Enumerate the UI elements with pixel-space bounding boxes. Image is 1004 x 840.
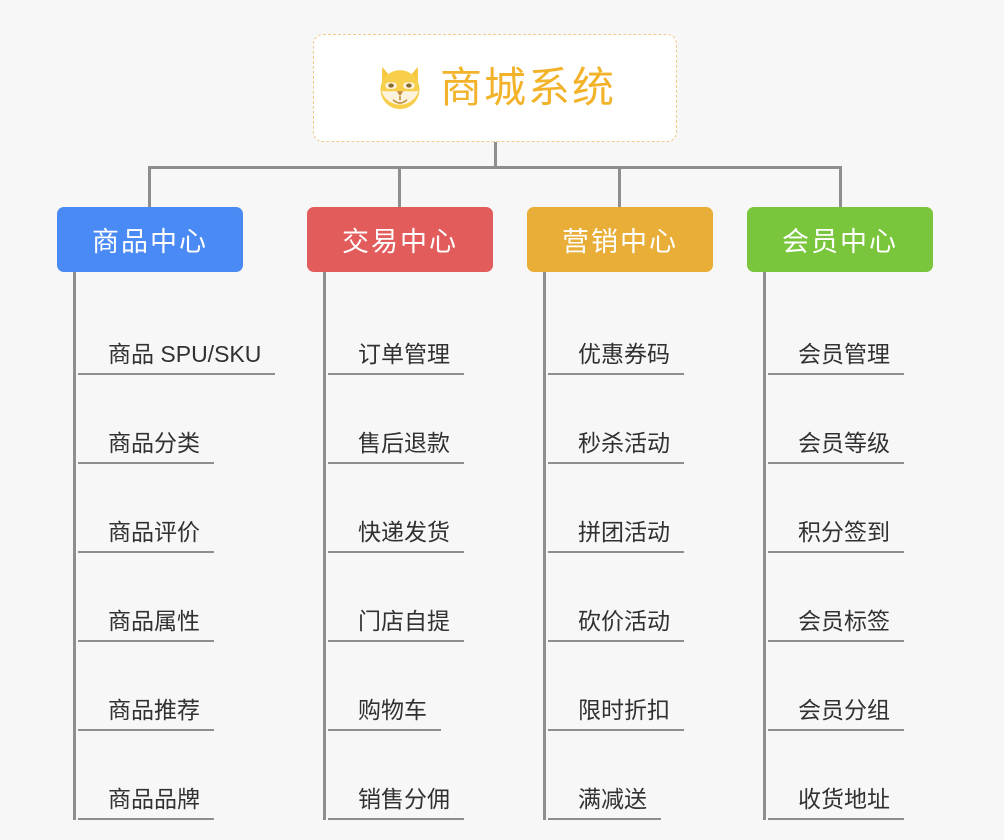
leaf-label: 商品 SPU/SKU [78,341,276,375]
leaf-label: 商品评价 [78,519,214,553]
leaf-label: 商品属性 [78,608,214,642]
list-item[interactable]: 秒杀活动 [546,375,727,464]
leaf-label: 门店自提 [328,608,464,642]
connector-drop-2 [398,166,401,208]
leaf-label: 会员管理 [768,341,904,375]
category-header-marketing[interactable]: 营销中心 [527,207,713,272]
list-item[interactable]: 销售分佣 [326,731,507,820]
list-item[interactable]: 收货地址 [766,731,947,820]
leaf-label: 秒杀活动 [548,430,684,464]
leaf-label: 优惠券码 [548,341,684,375]
leaf-label: 积分签到 [768,519,904,553]
list-item[interactable]: 售后退款 [326,375,507,464]
dog-face-icon [380,66,420,113]
category-header-label: 营销中心 [562,227,678,257]
list-item[interactable]: 砍价活动 [546,553,727,642]
list-item[interactable]: 拼团活动 [546,464,727,553]
leaf-label: 快递发货 [328,519,464,553]
category-header-trade[interactable]: 交易中心 [307,207,493,272]
list-item[interactable]: 限时折扣 [546,642,727,731]
list-item[interactable]: 商品属性 [76,553,277,642]
category-header-product[interactable]: 商品中心 [57,207,243,272]
leaf-list-member: 会员管理 会员等级 积分签到 会员标签 会员分组 收货地址 [763,272,947,820]
category-column-member: 会员中心 会员管理 会员等级 积分签到 会员标签 会员分组 收货地址 [747,207,947,820]
root-title: 商城系统 [439,64,616,111]
leaf-label: 商品品牌 [78,786,214,820]
list-item[interactable]: 订单管理 [326,286,507,375]
leaf-label: 售后退款 [328,430,464,464]
leaf-label: 购物车 [328,697,441,731]
list-item[interactable]: 积分签到 [766,464,947,553]
leaf-label: 会员等级 [768,430,904,464]
list-item[interactable]: 门店自提 [326,553,507,642]
connector-bus [148,166,842,169]
list-item[interactable]: 快递发货 [326,464,507,553]
leaf-label: 砍价活动 [548,608,684,642]
leaf-label: 会员分组 [768,697,904,731]
list-item[interactable]: 商品推荐 [76,642,277,731]
category-column-marketing: 营销中心 优惠券码 秒杀活动 拼团活动 砍价活动 限时折扣 满减送 [527,207,727,820]
root-node[interactable]: 商城系统 [313,34,677,142]
list-item[interactable]: 商品品牌 [76,731,277,820]
connector-drop-1 [148,166,151,208]
list-item[interactable]: 会员等级 [766,375,947,464]
category-header-label: 会员中心 [782,227,898,257]
list-item[interactable]: 购物车 [326,642,507,731]
leaf-label: 销售分佣 [328,786,464,820]
category-header-label: 商品中心 [92,227,208,257]
leaf-label: 商品推荐 [78,697,214,731]
leaf-label: 会员标签 [768,608,904,642]
list-item[interactable]: 会员管理 [766,286,947,375]
connector-drop-4 [839,166,842,208]
leaf-list-trade: 订单管理 售后退款 快递发货 门店自提 购物车 销售分佣 [323,272,507,820]
leaf-label: 满减送 [548,786,661,820]
list-item[interactable]: 会员分组 [766,642,947,731]
leaf-list-marketing: 优惠券码 秒杀活动 拼团活动 砍价活动 限时折扣 满减送 [543,272,727,820]
category-column-product: 商品中心 商品 SPU/SKU 商品分类 商品评价 商品属性 商品推荐 商品品牌 [57,207,277,820]
connector-drop-3 [618,166,621,208]
leaf-label: 限时折扣 [548,697,684,731]
leaf-label: 订单管理 [328,341,464,375]
leaf-list-product: 商品 SPU/SKU 商品分类 商品评价 商品属性 商品推荐 商品品牌 [73,272,277,820]
leaf-label: 拼团活动 [548,519,684,553]
list-item[interactable]: 满减送 [546,731,727,820]
list-item[interactable]: 会员标签 [766,553,947,642]
list-item[interactable]: 优惠券码 [546,286,727,375]
list-item[interactable]: 商品 SPU/SKU [76,286,277,375]
category-column-trade: 交易中心 订单管理 售后退款 快递发货 门店自提 购物车 销售分佣 [307,207,507,820]
leaf-label: 收货地址 [768,786,904,820]
list-item[interactable]: 商品分类 [76,375,277,464]
list-item[interactable]: 商品评价 [76,464,277,553]
category-header-label: 交易中心 [342,227,458,257]
leaf-label: 商品分类 [78,430,214,464]
connector-root-stub [494,142,497,168]
category-header-member[interactable]: 会员中心 [747,207,933,272]
